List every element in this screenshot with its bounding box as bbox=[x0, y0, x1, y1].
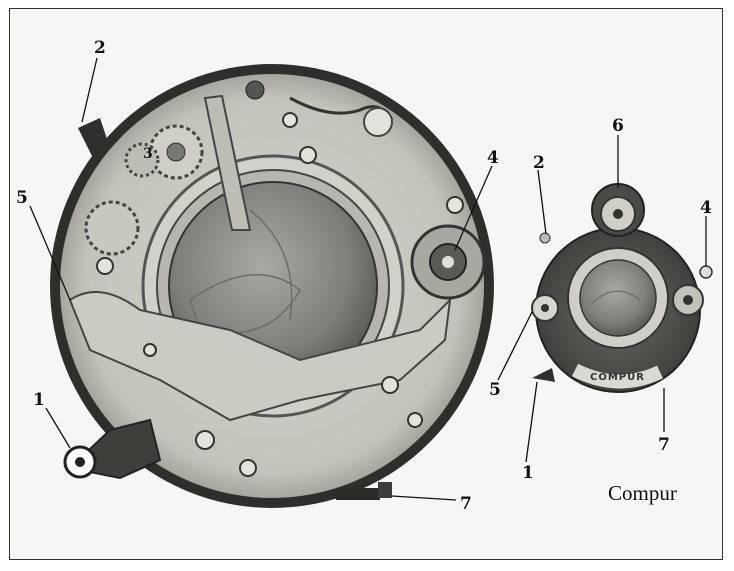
setting-lever-arm bbox=[68, 291, 452, 422]
callout-small-5: 5 bbox=[489, 380, 501, 400]
figure-caption: Compur bbox=[608, 481, 677, 505]
shutter-lever bbox=[203, 94, 252, 231]
callout-large-2: 2 bbox=[94, 38, 106, 58]
small-lens-glass bbox=[579, 259, 657, 337]
screw-icon bbox=[96, 112, 464, 477]
callout-small-2: 2 bbox=[533, 153, 545, 173]
compur-ring-text: COMPUR bbox=[590, 372, 645, 383]
gear-icon bbox=[84, 124, 204, 256]
callout-small-6: 6 bbox=[612, 116, 624, 136]
callout-small-4: 4 bbox=[700, 198, 712, 218]
callout-large-3: 3 bbox=[143, 146, 153, 162]
small-shutter bbox=[531, 183, 713, 393]
callout-large-1: 1 bbox=[33, 390, 45, 410]
flash-contact-pin bbox=[336, 488, 380, 500]
callout-small-1: 1 bbox=[522, 463, 534, 483]
callout-large-7: 7 bbox=[460, 494, 472, 514]
callout-large-5: 5 bbox=[16, 188, 28, 208]
top-tab bbox=[78, 118, 110, 156]
callout-small-7: 7 bbox=[658, 435, 670, 455]
callout-large-4: 4 bbox=[487, 148, 499, 168]
compur-nameplate bbox=[571, 363, 664, 389]
small-cable-release bbox=[532, 368, 555, 382]
large-shutter bbox=[50, 64, 494, 508]
leader-lines bbox=[29, 57, 707, 501]
